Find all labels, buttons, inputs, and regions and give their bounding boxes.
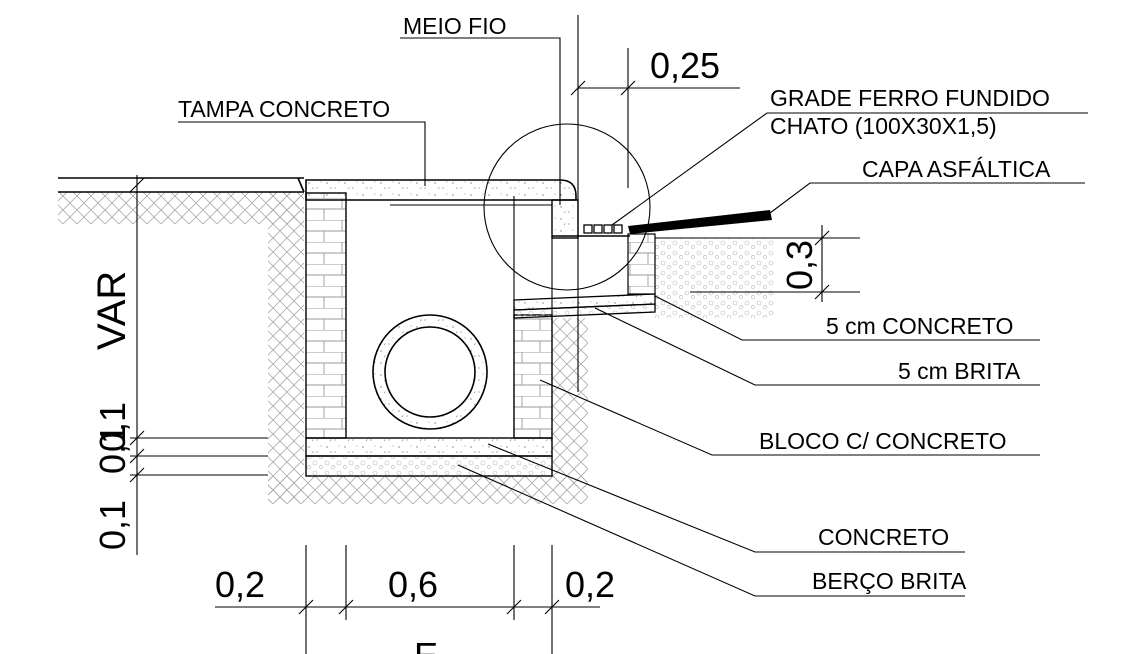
dim-text-slab-1: 0,1 [92, 402, 133, 452]
dim-text-wall-left: 0,2 [215, 564, 265, 605]
top-slab [305, 179, 577, 201]
dim-text-wall-right: 0,2 [565, 564, 615, 605]
reference-lines [513, 15, 629, 392]
dim-text-slab-2: 0,1 [92, 424, 133, 474]
dim-text-asphalt-depth: 0,3 [779, 240, 820, 290]
asphalt-layer [628, 210, 772, 234]
dimension-top-width [570, 80, 740, 96]
dimension-bottom-horizontal [215, 545, 600, 654]
cast-iron-grate [583, 224, 623, 234]
leader-lines [178, 37, 1088, 597]
label-berco-brita: BERÇO BRITA [812, 568, 967, 594]
right-block-wall [513, 314, 553, 439]
label-concreto: CONCRETO [818, 524, 949, 550]
bottom-slabs [305, 437, 553, 477]
soil-hatch [58, 192, 775, 504]
label-tampa-concreto: TAMPA CONCRETO [178, 96, 390, 122]
dim-text-bottom-cut: E [414, 635, 438, 654]
detail-circle [483, 123, 651, 291]
dim-text-slab-3: 0,1 [92, 500, 133, 550]
dimension-asphalt-depth [814, 225, 830, 302]
ground-line-left [58, 177, 305, 193]
left-block-wall [305, 192, 347, 439]
curb [551, 199, 630, 239]
label-5cm-concreto: 5 cm CONCRETO [826, 313, 1013, 339]
label-grade-line2: CHATO (100X30X1,5) [770, 113, 997, 139]
base-layers-under-grate [513, 293, 656, 319]
label-5cm-brita: 5 cm BRITA [898, 358, 1021, 384]
label-grade-line1: GRADE FERRO FUNDIDO [770, 85, 1050, 111]
dimension-left-vertical [129, 175, 268, 555]
dim-text-top-width: 0,25 [650, 45, 720, 86]
dim-text-height-var: VAR [90, 271, 134, 350]
drain-pipe [372, 314, 488, 430]
label-bloco-concreto: BLOCO C/ CONCRETO [759, 428, 1007, 454]
dim-text-inner-width: 0,6 [388, 564, 438, 605]
label-capa-asfaltica: CAPA ASFÁLTICA [862, 156, 1051, 182]
label-meio-fio: MEIO FIO [403, 13, 507, 39]
